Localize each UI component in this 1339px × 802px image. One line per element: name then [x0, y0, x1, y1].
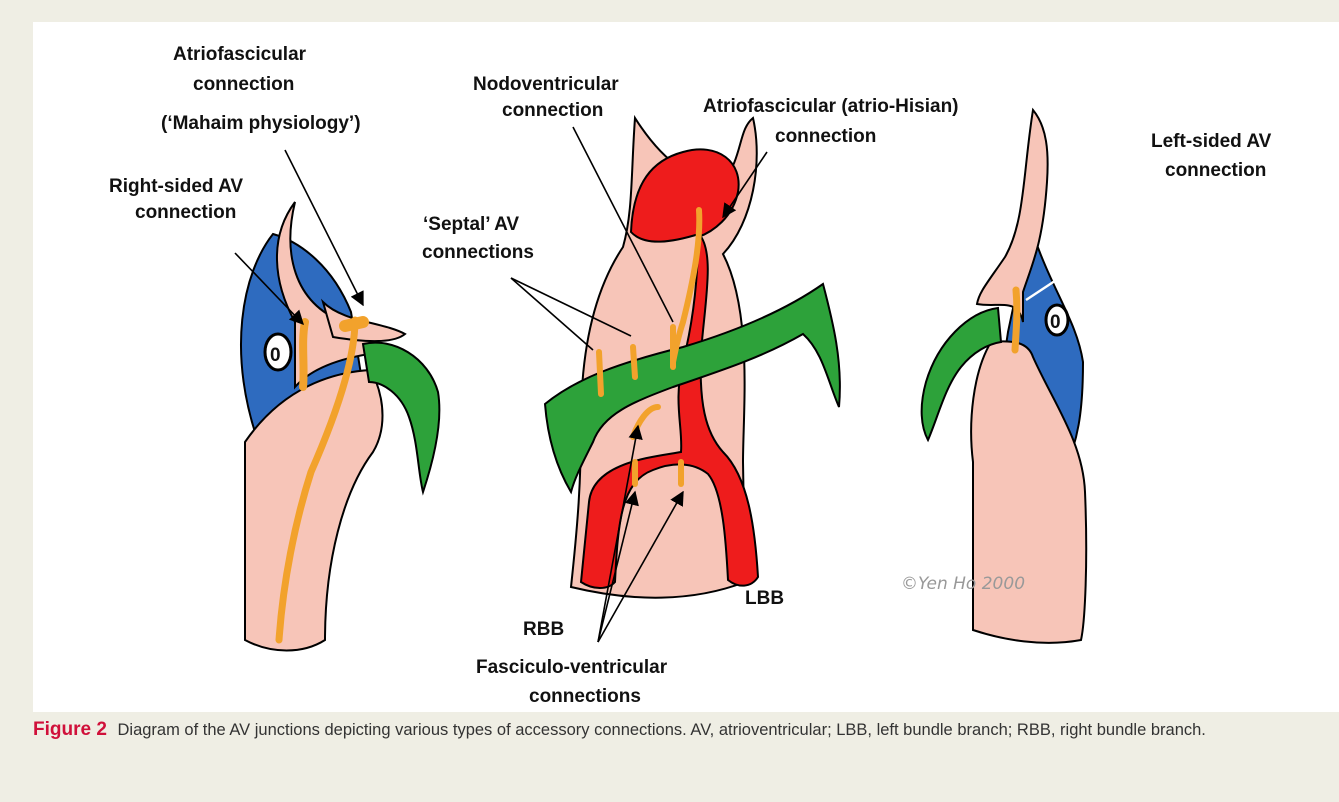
fasciculo-label-line2: connections	[529, 686, 641, 707]
right-sided-av-pathway	[303, 322, 305, 387]
septal-label-line1: ‘Septal’ AV	[423, 214, 519, 235]
mahaim-node	[345, 322, 363, 326]
atriofascicular-label-line1: Atriofascicular	[173, 44, 307, 65]
av-junction-diagram: 0 0 Atr	[33, 22, 1339, 712]
figure-panel: 0 0 Atr	[33, 22, 1339, 712]
atriofascicular-label-line2: connection	[193, 74, 294, 95]
orifice-right-label: 0	[1050, 312, 1061, 333]
caption-text: Diagram of the AV junctions depicting va…	[118, 721, 1206, 739]
septal-label-line2: connections	[422, 242, 534, 263]
figure-number: Figure 2	[33, 719, 107, 740]
right-heart-drawing	[922, 110, 1087, 643]
orifice-left-label: 0	[270, 345, 281, 366]
nodoventricular-label-line1: Nodoventricular	[473, 74, 619, 95]
right-sided-label-line1: Right-sided AV	[109, 176, 243, 197]
atrio-hisian-label-line2: connection	[775, 126, 876, 147]
nodoventricular-label-line2: connection	[502, 100, 603, 121]
fasciculo-label-line1: Fasciculo-ventricular	[476, 657, 668, 678]
atrio-hisian-label-line1: Atriofascicular (atrio-Hisian)	[703, 96, 959, 117]
left-sided-av-pathway	[1015, 290, 1017, 350]
copyright-signature: ©Yen Ho 2000	[901, 574, 1025, 594]
rbb-label: RBB	[523, 619, 564, 640]
mahaim-label: (‘Mahaim physiology’)	[161, 113, 361, 134]
left-heart-drawing	[241, 202, 439, 651]
middle-heart-drawing	[545, 118, 840, 598]
left-sided-label-line1: Left-sided AV	[1151, 131, 1272, 152]
septal-pathway-2	[633, 347, 635, 377]
lbb-label: LBB	[745, 588, 784, 609]
right-sided-label-line2: connection	[135, 202, 236, 223]
septal-pathway-1	[599, 352, 601, 394]
left-sided-label-line2: connection	[1165, 160, 1266, 181]
figure-caption: Figure 2 Diagram of the AV junctions dep…	[33, 718, 1323, 742]
